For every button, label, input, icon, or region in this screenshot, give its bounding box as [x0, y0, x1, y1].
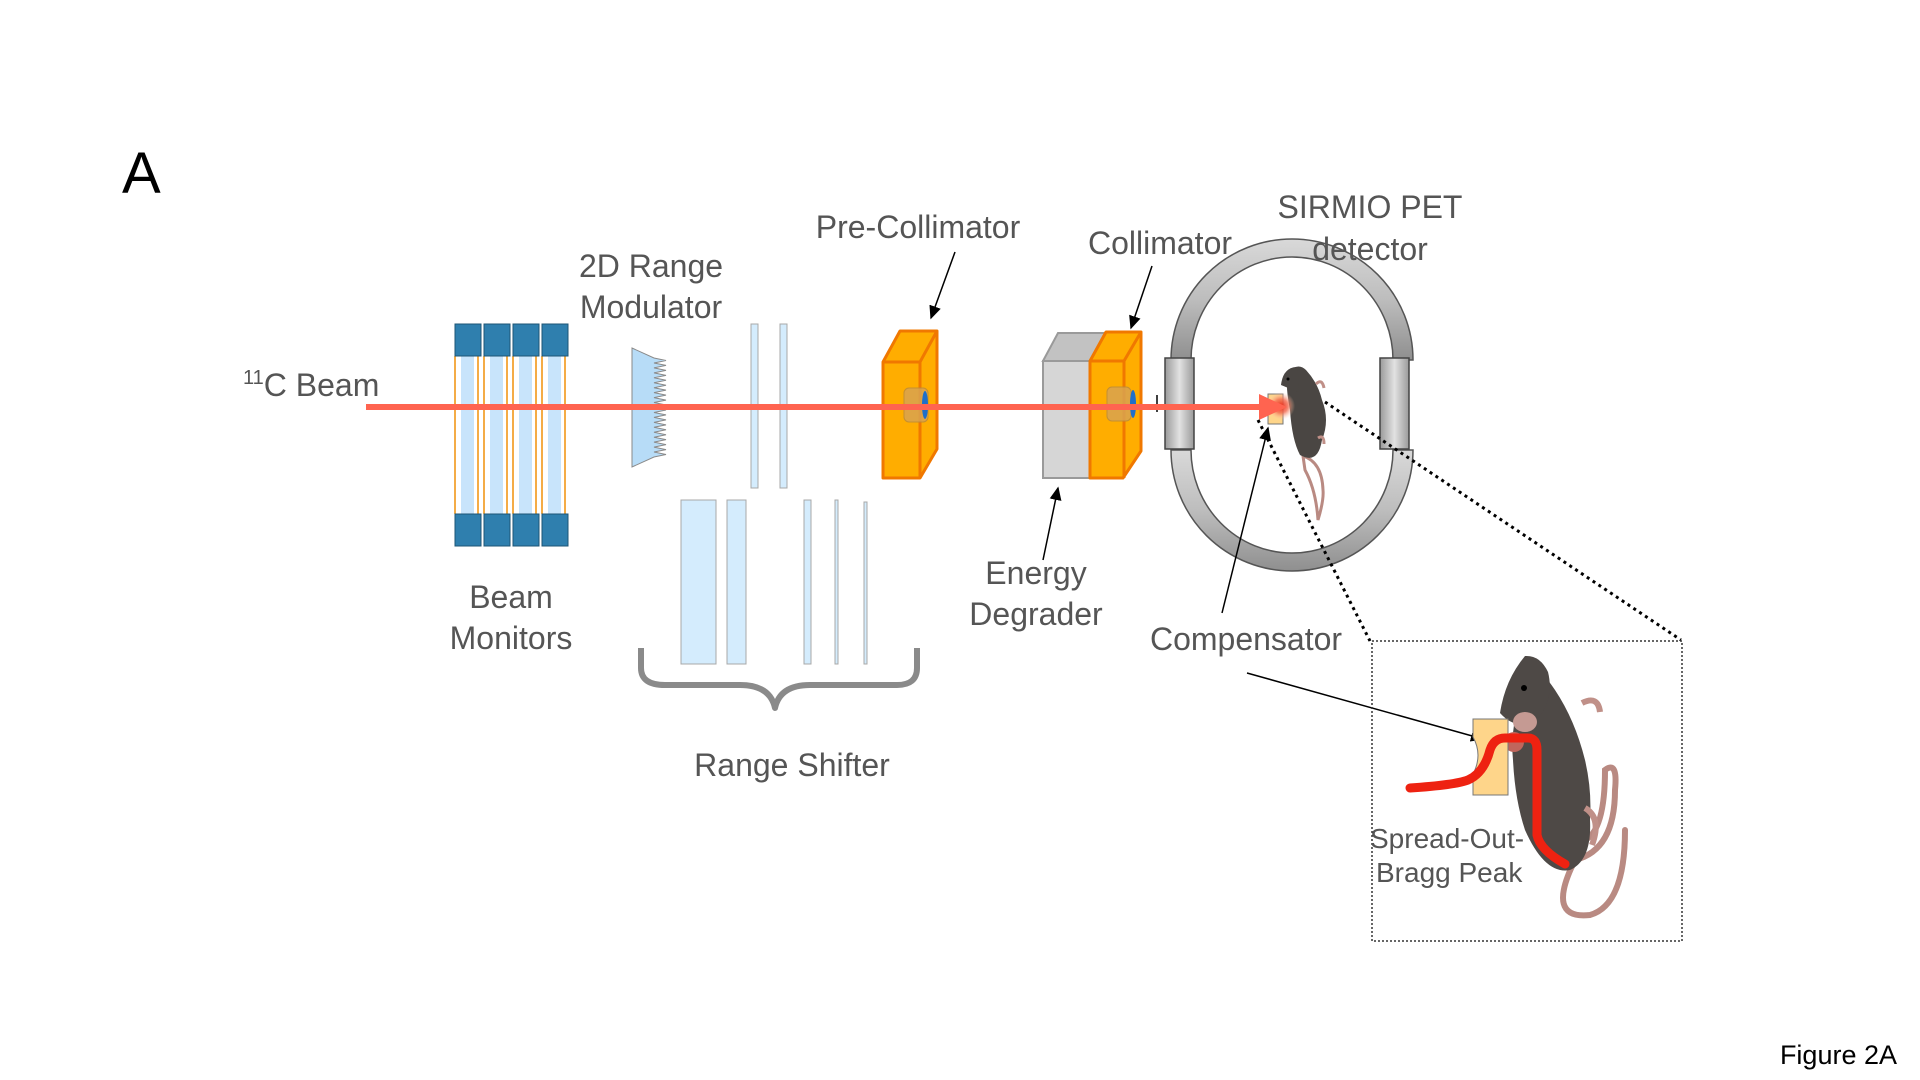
beam-label: 11C Beam	[243, 367, 379, 403]
beam-monitors-label-line2: Monitors	[450, 620, 573, 656]
mouse-small	[1281, 366, 1326, 521]
compensator-inset-pointer	[1246, 672, 1485, 742]
range-modulator-label-line2: Modulator	[580, 289, 723, 325]
sobp-label-line1: Spread-Out-	[1370, 823, 1524, 854]
range-shifter-plate	[803, 499, 812, 665]
pet-detector-label-line1: SIRMIO PET	[1278, 189, 1463, 225]
collimator-pointer	[1129, 265, 1153, 330]
pet-detector-block	[1164, 357, 1195, 450]
inset-box	[1371, 640, 1683, 942]
sobp-label-line2: Bragg Peak	[1376, 857, 1523, 888]
beam-label-text: C Beam	[264, 367, 380, 403]
range-shifter-label: Range Shifter	[694, 747, 890, 783]
energy-degrader-label-line1: Energy	[985, 555, 1086, 591]
pre-collimator-pointer	[929, 251, 956, 320]
range-shifter-brace	[638, 648, 920, 711]
monitor-unit	[454, 323, 482, 547]
beam-arrowhead	[1259, 394, 1287, 420]
range-modulator-label-line1: 2D Range	[579, 248, 723, 284]
pet-detector-ring	[1164, 238, 1414, 572]
range-shifter-plate	[863, 501, 868, 665]
figure-caption: Figure 2A	[1780, 1040, 1897, 1070]
pet-detector-label-line2: detector	[1312, 231, 1428, 267]
beam-monitors	[454, 323, 569, 547]
isotope-superscript: 11	[243, 367, 264, 389]
panel-label: A	[122, 141, 161, 206]
compensator-pointer	[1221, 426, 1271, 614]
energy-degrader-pointer	[1042, 486, 1062, 561]
zoom-guide-line	[1324, 400, 1682, 642]
pet-detector-block	[1379, 357, 1410, 450]
monitor-unit	[483, 323, 511, 547]
range-shifter-plate	[726, 499, 747, 665]
range-shifter	[680, 499, 868, 665]
sobp-path	[1405, 733, 1570, 869]
energy-degrader-label-line2: Degrader	[969, 596, 1103, 632]
range-shifter-plate	[834, 499, 839, 665]
collimator-label: Collimator	[1088, 225, 1232, 261]
beam-monitors-label-line1: Beam	[469, 579, 553, 615]
range-shifter-plate	[680, 499, 717, 665]
energy-degrader	[1041, 332, 1108, 479]
monitor-unit	[541, 323, 569, 547]
compensator-label: Compensator	[1150, 621, 1342, 657]
mouse-large	[1500, 655, 1628, 919]
monitor-unit	[512, 323, 540, 547]
pre-collimator-label: Pre-Collimator	[816, 209, 1021, 245]
